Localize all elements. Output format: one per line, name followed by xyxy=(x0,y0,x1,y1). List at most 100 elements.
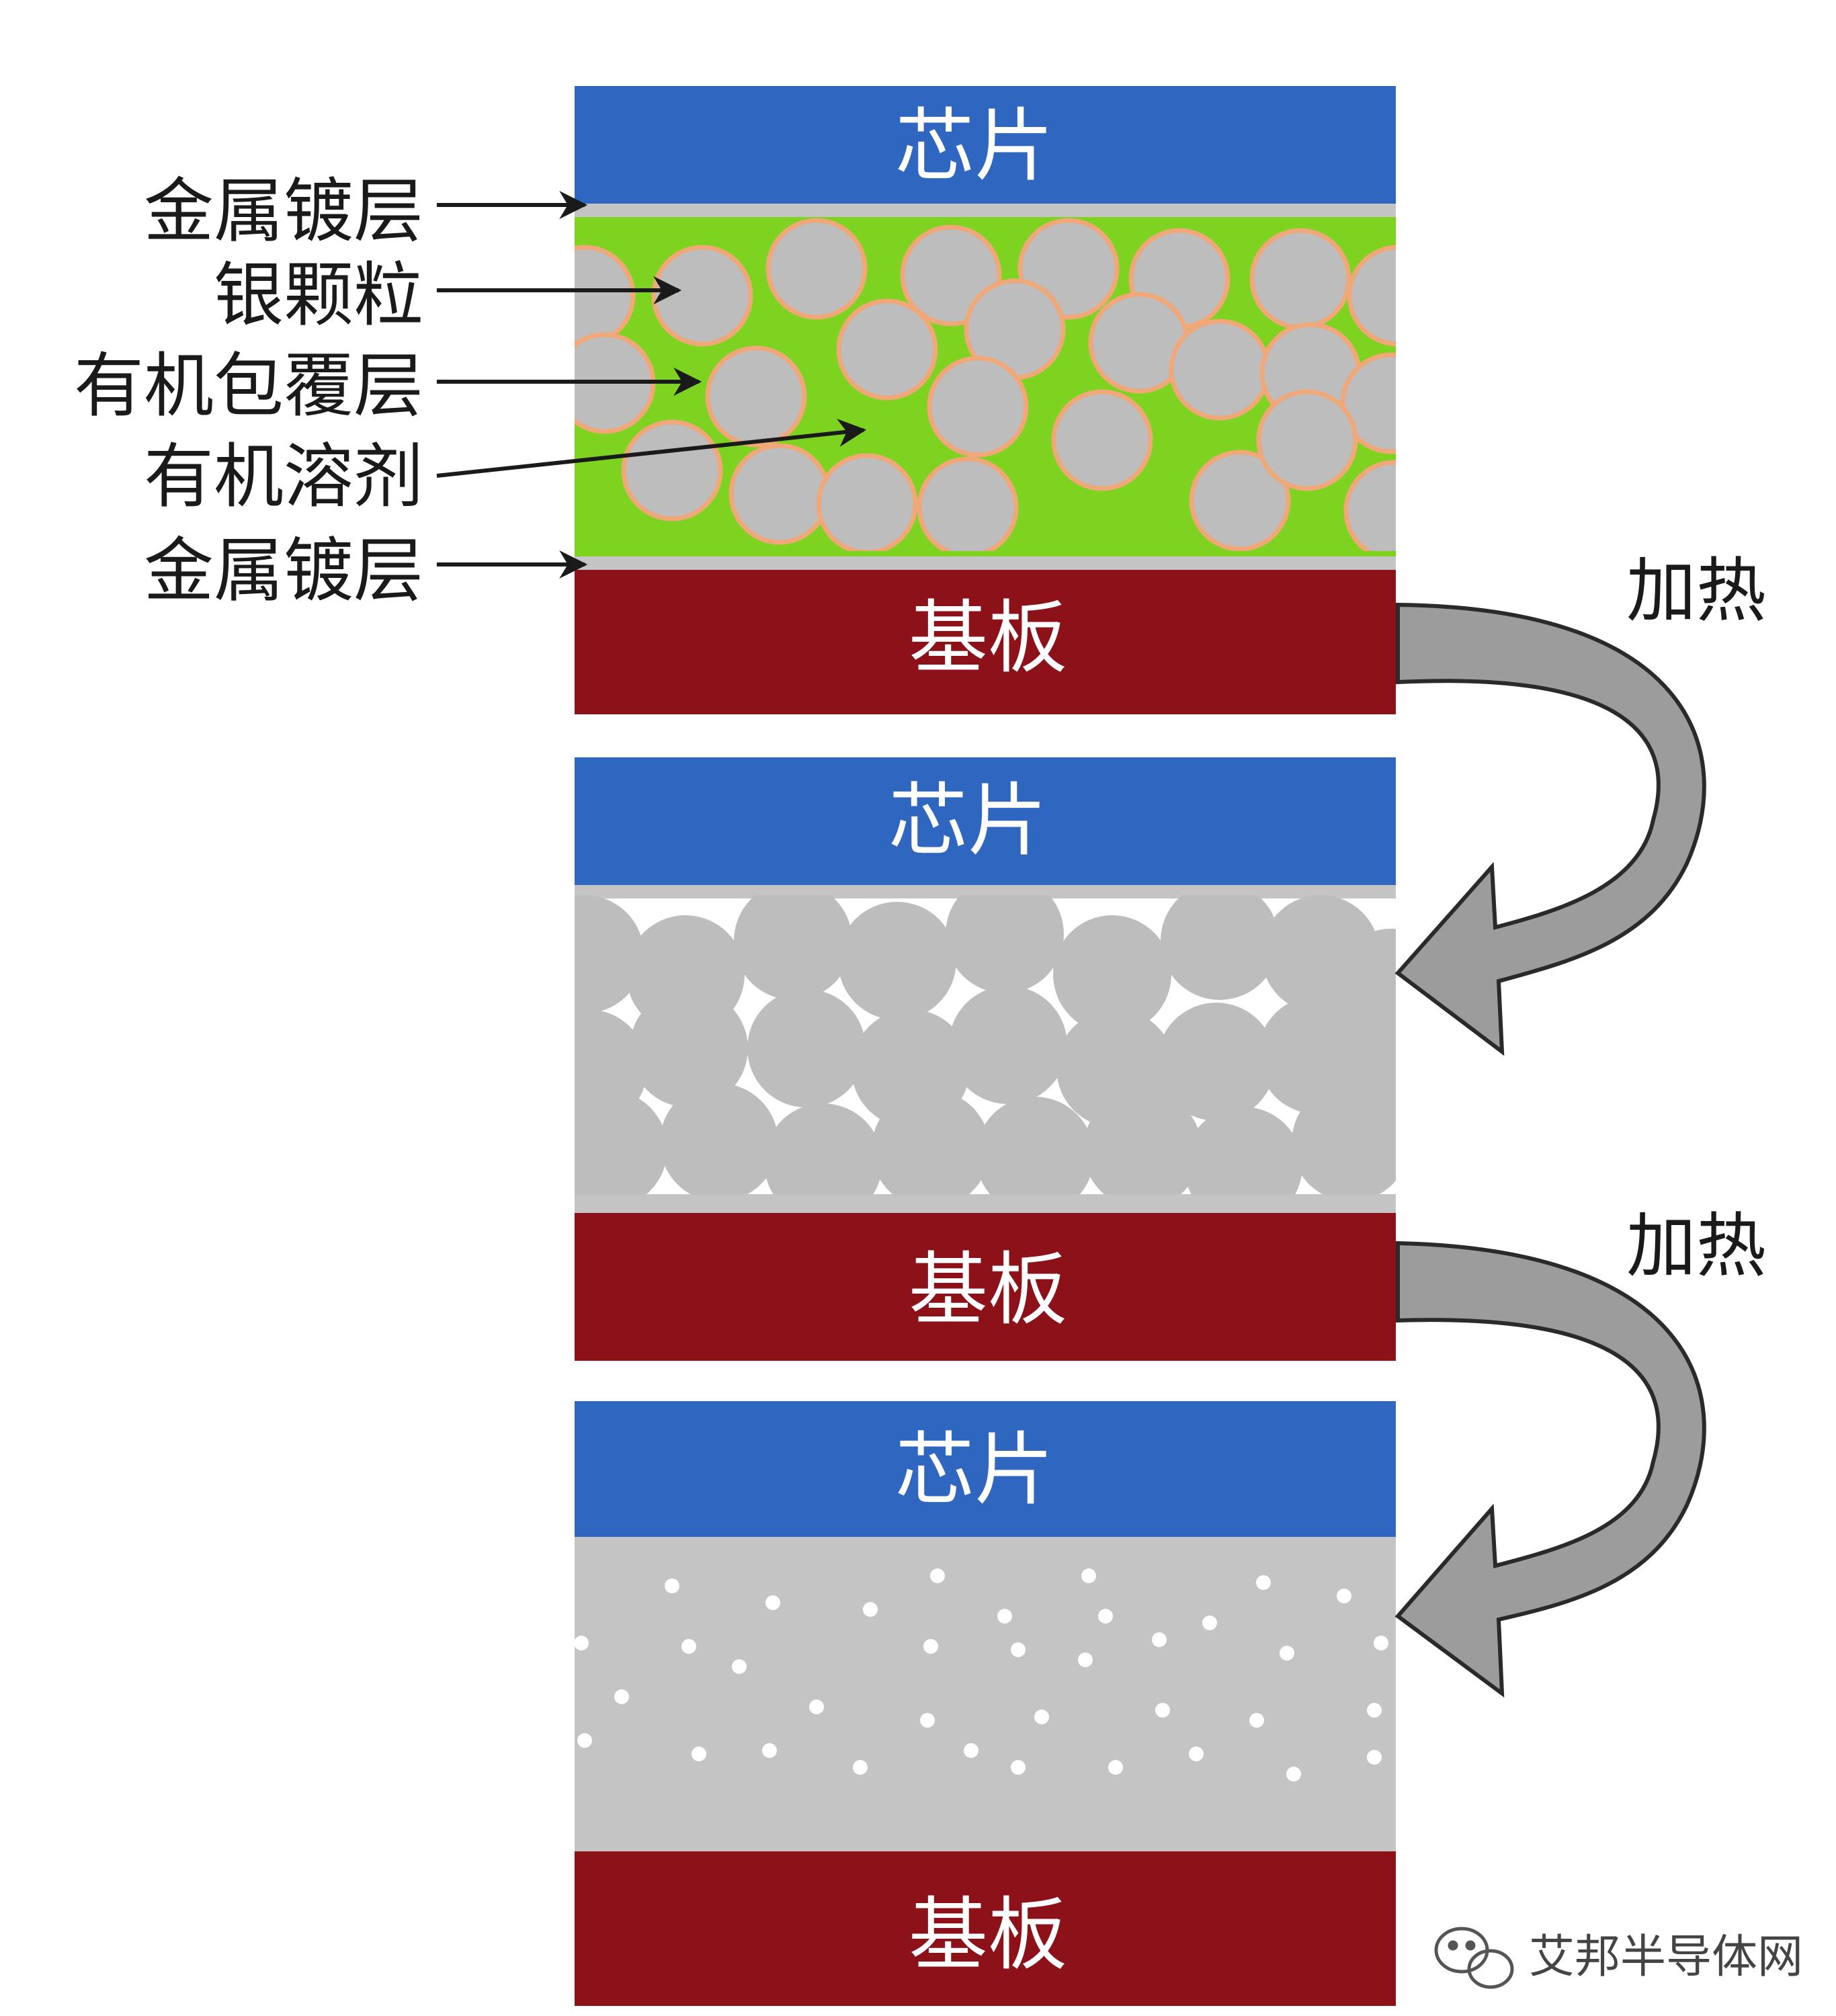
silver-particle xyxy=(575,1090,667,1196)
silver-particle xyxy=(1256,389,1358,491)
silver-particle xyxy=(705,345,807,448)
stage2-chip-label: 芯片 xyxy=(888,774,1047,867)
pore xyxy=(1108,1760,1123,1775)
stage1-substrate-label: 基板 xyxy=(909,591,1067,684)
stage-3: 芯片 基板 xyxy=(574,1401,1396,2006)
pore xyxy=(1155,1703,1170,1718)
silver-particle xyxy=(949,986,1067,1104)
pore xyxy=(614,1689,629,1704)
pore xyxy=(863,1602,878,1617)
pore xyxy=(732,1659,747,1674)
silver-particle xyxy=(946,895,1064,993)
pore xyxy=(1011,1760,1026,1775)
pore xyxy=(1081,1568,1096,1583)
stage2-substrate xyxy=(575,1213,1396,1361)
silver-particle xyxy=(651,245,753,347)
stage1-chip xyxy=(575,86,1396,204)
stage3-sintered-layer xyxy=(575,1537,1396,1851)
silver-particle xyxy=(1343,460,1396,551)
stage1-substrate xyxy=(575,570,1396,714)
pore xyxy=(1078,1652,1093,1667)
watermark: 艾邦半导体网 xyxy=(1434,1927,1803,1989)
pore xyxy=(964,1743,978,1758)
pore xyxy=(1367,1703,1382,1718)
pore xyxy=(997,1609,1012,1624)
silver-particle xyxy=(1053,915,1171,1034)
pore xyxy=(692,1747,706,1761)
pore xyxy=(920,1713,935,1728)
silver-particle xyxy=(1249,228,1351,330)
pore xyxy=(1034,1710,1049,1724)
silver-particle xyxy=(927,355,1029,458)
pore xyxy=(765,1595,780,1610)
pore xyxy=(681,1639,696,1654)
stage-1: 芯片 基板 xyxy=(575,86,1396,714)
pore xyxy=(1249,1713,1264,1728)
heating-step-1: 加热 xyxy=(1394,550,1766,1056)
pore xyxy=(1374,1636,1388,1650)
pore xyxy=(809,1699,824,1714)
pore xyxy=(577,1733,592,1748)
pore xyxy=(923,1639,938,1654)
stage2-chip xyxy=(575,757,1396,885)
callout-arrow-organic-solvent xyxy=(436,419,867,478)
watermark-text: 艾邦半导体网 xyxy=(1529,1931,1803,1984)
silver-particle xyxy=(836,298,938,401)
callout-label-organic-solvent: 有机溶剂 xyxy=(144,435,423,517)
silver-particle xyxy=(728,443,831,545)
pore xyxy=(853,1760,868,1775)
curved-arrow-icon xyxy=(1394,1241,1706,1698)
pore xyxy=(762,1743,777,1758)
pore xyxy=(1367,1750,1382,1765)
pore xyxy=(1286,1767,1301,1781)
pore xyxy=(930,1568,945,1583)
silver-particle xyxy=(1292,1083,1396,1196)
silver-particle xyxy=(621,419,723,521)
pore xyxy=(1189,1747,1204,1761)
pore xyxy=(665,1579,679,1593)
pore xyxy=(1152,1632,1167,1647)
stage3-substrate-label: 基板 xyxy=(909,1888,1067,1981)
silver-particle xyxy=(575,245,636,347)
curved-arrow-icon xyxy=(1394,602,1706,1056)
callouts: 金属镀层 银颗粒 有机包覆层 有机溶剂 金属镀层 xyxy=(74,170,867,612)
stage2-metal-plating-bottom xyxy=(575,1194,1396,1213)
callout-label-metal-plating-top: 金属镀层 xyxy=(144,170,423,252)
pore xyxy=(1098,1609,1113,1624)
callout-label-silver-particle: 银颗粒 xyxy=(214,254,423,336)
pore xyxy=(1202,1615,1217,1630)
stage2-necked-particles xyxy=(575,895,1396,1196)
silver-particle xyxy=(816,453,918,551)
stage1-silver-particles xyxy=(575,218,1396,551)
wechat-icon xyxy=(1434,1927,1514,1989)
pore xyxy=(1280,1646,1294,1661)
pore xyxy=(1256,1575,1271,1590)
stage3-chip-label: 芯片 xyxy=(895,1423,1054,1516)
stage-2: 芯片 基板 xyxy=(575,757,1396,1361)
silver-particle xyxy=(976,1097,1094,1196)
silver-particle xyxy=(838,902,956,1020)
pore xyxy=(574,1636,589,1650)
stage1-metal-plating-bottom xyxy=(575,556,1396,570)
stage1-chip-label: 芯片 xyxy=(895,99,1054,192)
silver-particle xyxy=(1157,1003,1276,1121)
silver-particle xyxy=(660,1083,778,1196)
pore xyxy=(1011,1642,1026,1657)
silver-particle xyxy=(1169,319,1271,421)
stage3-pores xyxy=(574,1568,1388,1781)
silver-particle xyxy=(1189,450,1291,551)
silver-particle xyxy=(1083,1090,1202,1196)
stage3-substrate xyxy=(575,1851,1396,2006)
silver-particle xyxy=(1161,895,1279,1000)
silver-particle xyxy=(917,456,1019,551)
silver-particle xyxy=(764,1103,882,1196)
silver-particle xyxy=(765,218,868,320)
pore xyxy=(1337,1589,1351,1603)
heating-step-2: 加热 xyxy=(1394,1205,1766,1698)
silver-particle xyxy=(1347,245,1396,347)
callout-label-metal-plating-bottom: 金属镀层 xyxy=(144,530,423,612)
silver-particle xyxy=(747,989,866,1107)
silver-particle xyxy=(1051,389,1153,491)
silver-particle xyxy=(630,989,748,1107)
